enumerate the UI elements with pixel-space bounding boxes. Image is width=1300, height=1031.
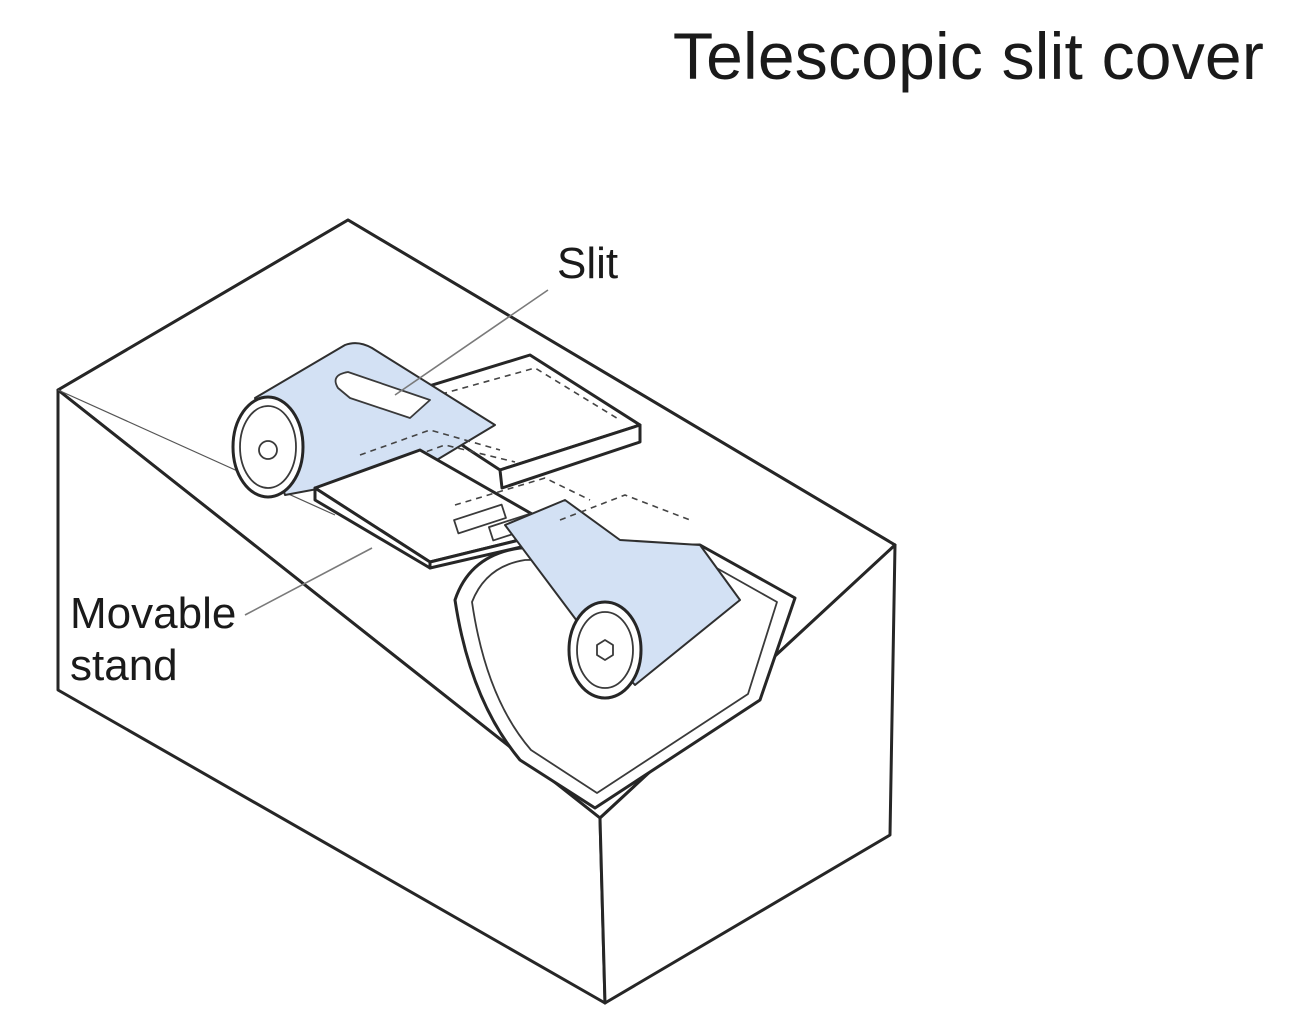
rear-plate-edge	[498, 423, 642, 490]
slit-leader-line	[394, 289, 549, 396]
slit-label: Slit	[557, 239, 619, 288]
stand-leader-line	[244, 547, 373, 616]
movable-stand-label-line1: Movable	[70, 589, 237, 638]
right-belt-assembly	[504, 494, 741, 700]
left-roller-ring	[239, 405, 297, 489]
belt-slit	[334, 371, 431, 419]
stand-clamp-a	[453, 503, 507, 535]
right-roller-end	[567, 600, 643, 700]
movable-stand-label: Movable stand	[70, 588, 236, 692]
left-segments-1	[359, 429, 501, 456]
left-roller-end	[231, 395, 305, 499]
cutaway-inner	[471, 556, 778, 794]
diagram-title: Telescopic slit cover	[672, 19, 1264, 93]
block-right-face	[598, 543, 897, 1005]
left-roller-axle	[258, 440, 278, 460]
right-roller-axle	[596, 639, 614, 661]
rear-plate	[388, 353, 642, 490]
right-roller-ring	[576, 611, 634, 689]
movable-stand	[313, 448, 591, 570]
right-segments	[559, 494, 691, 521]
movable-stand-label-line2: stand	[70, 641, 178, 690]
stand-dash	[454, 477, 591, 506]
